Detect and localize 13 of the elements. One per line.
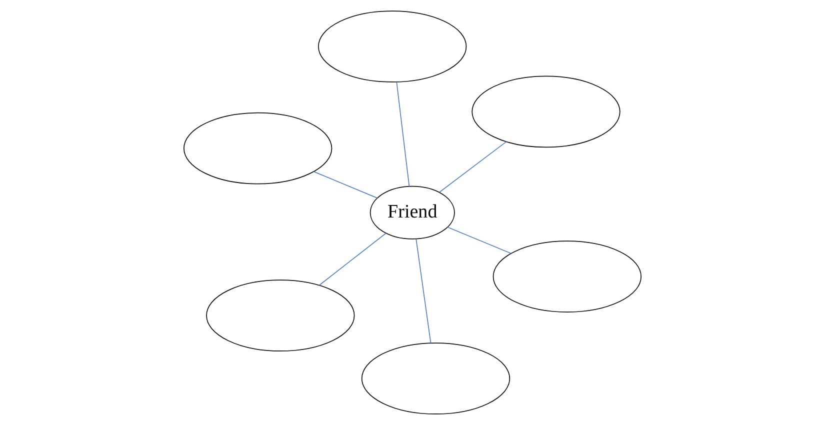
connector xyxy=(396,82,410,187)
connector xyxy=(439,141,507,193)
connector xyxy=(318,232,386,286)
connector xyxy=(416,238,432,344)
connector xyxy=(447,226,512,254)
node-ellipse xyxy=(206,280,355,352)
connector xyxy=(314,171,378,198)
node-ellipse xyxy=(318,10,467,82)
node-ellipse xyxy=(492,240,642,312)
node-ellipse xyxy=(183,112,332,184)
node-ellipse xyxy=(472,76,620,148)
node-ellipse: Friend xyxy=(370,186,455,240)
node-ellipse xyxy=(361,342,510,414)
